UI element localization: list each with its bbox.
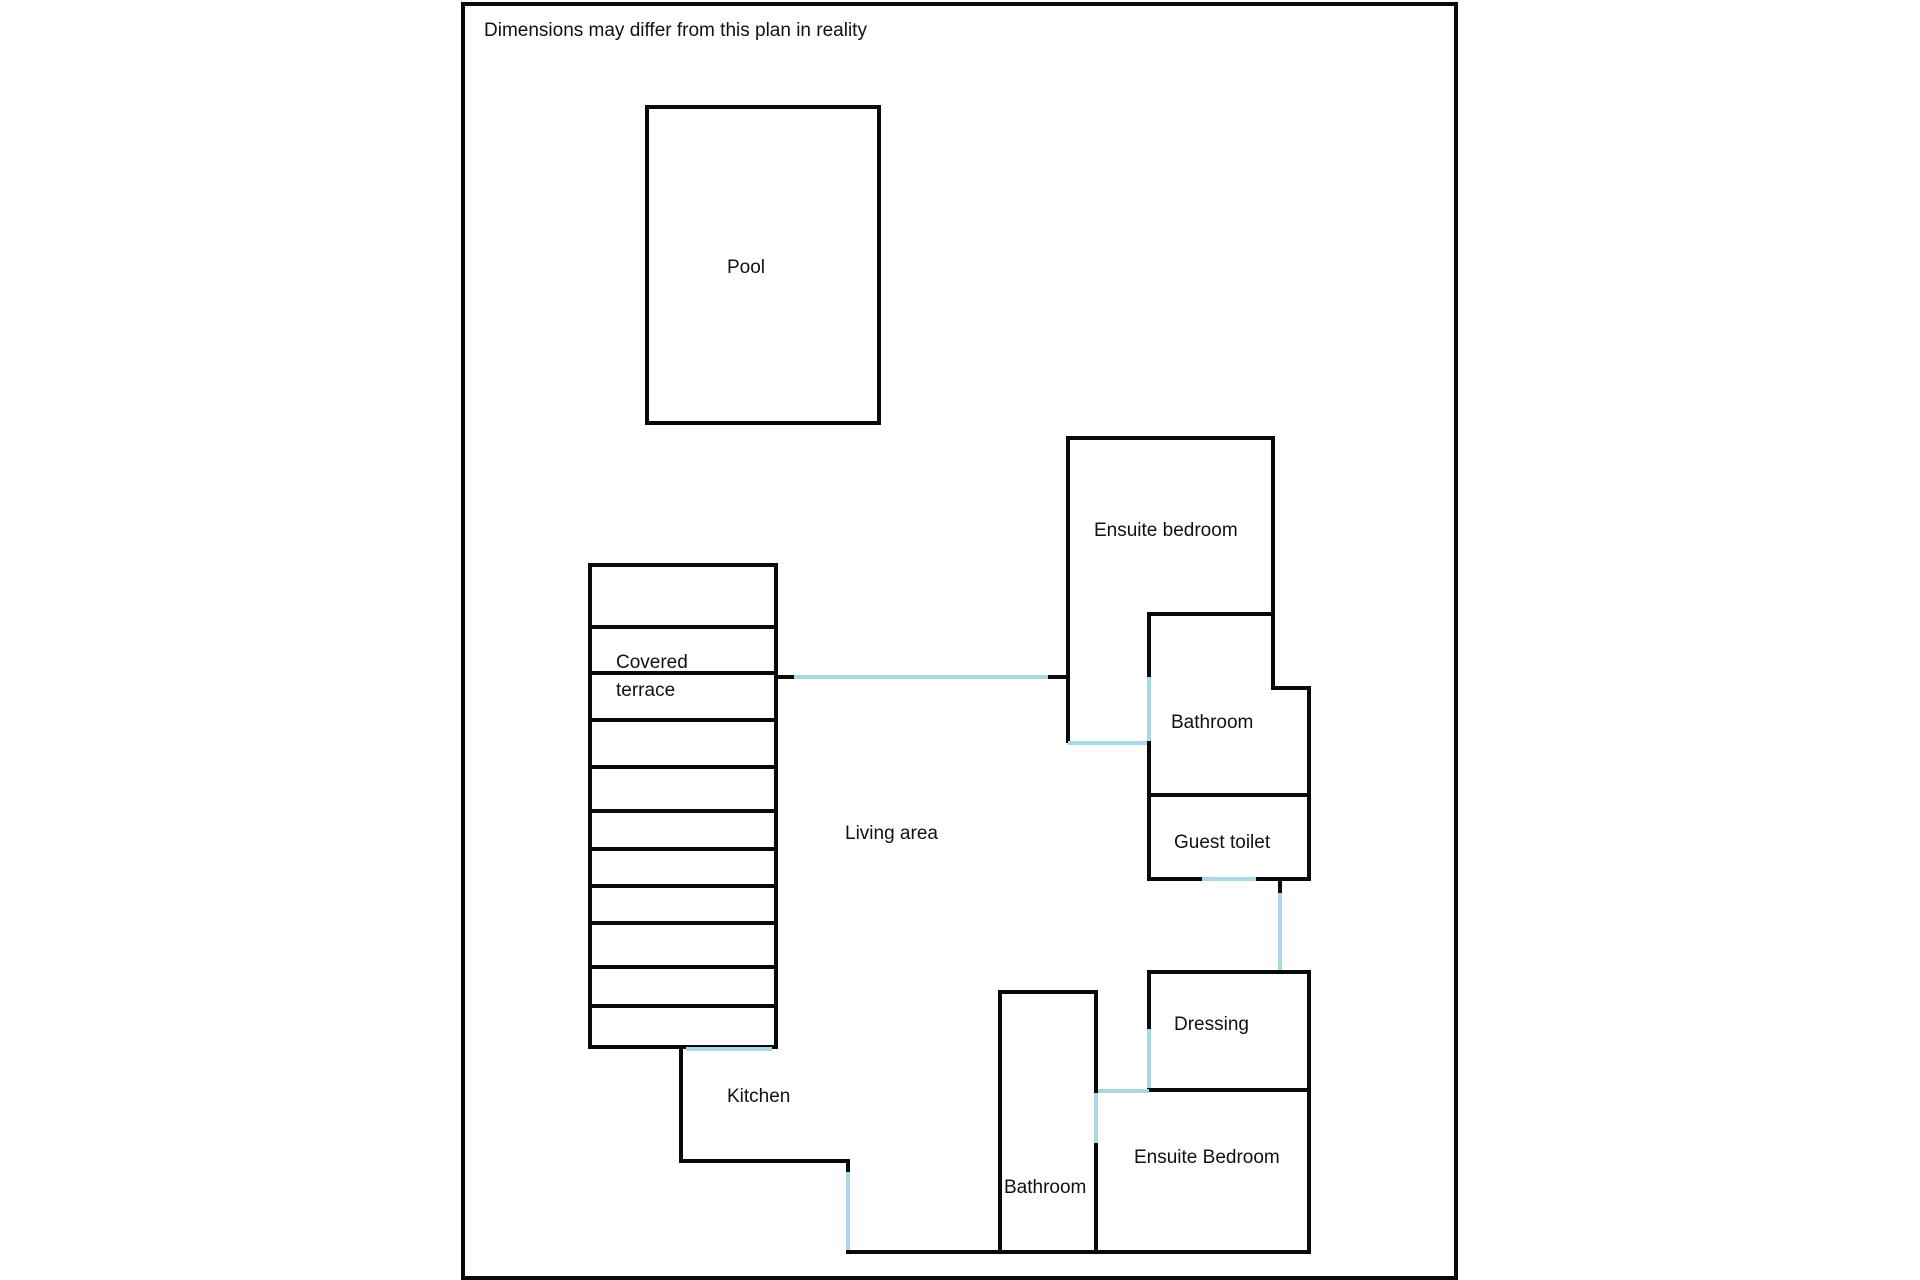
- ensuite-bedroom-bottom-label: Ensuite Bedroom: [1134, 1147, 1280, 1168]
- ensuite-bedroom-top-walls: [1066, 436, 1311, 881]
- guest-toilet-label: Guest toilet: [1174, 832, 1271, 853]
- living-area-label: Living area: [845, 823, 938, 844]
- kitchen-walls: [679, 1048, 850, 1174]
- dressing-label: Dressing: [1174, 1014, 1249, 1035]
- ensuite-bedroom-top-label: Ensuite bedroom: [1094, 520, 1238, 541]
- covered-terrace-label-line1: Covered: [616, 652, 688, 673]
- bathroom-bottom-walls: [998, 990, 1098, 1254]
- bathroom-top-walls: [1147, 612, 1275, 677]
- plan-note: Dimensions may differ from this plan in …: [484, 20, 867, 41]
- bathroom-bottom-label: Bathroom: [1004, 1177, 1086, 1198]
- pool-label: Pool: [727, 257, 765, 278]
- dressing-walls: [1147, 970, 1311, 1254]
- covered-terrace: [588, 563, 778, 1049]
- covered-terrace-label-line2: terrace: [616, 680, 675, 701]
- plan-frame: [461, 2, 1458, 1280]
- bathroom-top-label: Bathroom: [1171, 712, 1253, 733]
- kitchen-label: Kitchen: [727, 1086, 790, 1107]
- pool-outline: [645, 105, 881, 425]
